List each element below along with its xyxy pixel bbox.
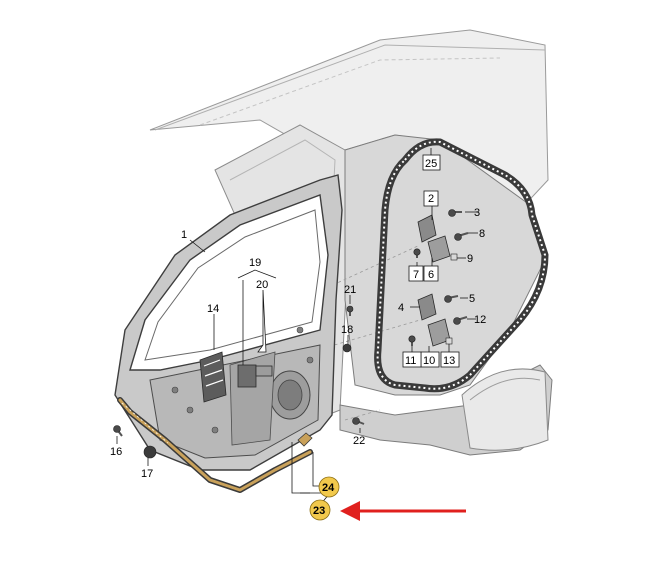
callout-22: 22: [353, 435, 365, 447]
callout-12: 12: [474, 314, 486, 326]
callout-1: 1: [181, 229, 187, 241]
callout-10: 10: [423, 355, 435, 367]
door-lock-unit: [237, 364, 273, 388]
callout-2: 2: [428, 193, 434, 205]
callout-5: 5: [469, 293, 475, 305]
callout-7: 7: [413, 269, 419, 281]
callout-14: 14: [207, 303, 219, 315]
callout-4: 4: [398, 302, 404, 314]
lower-hinge: [417, 293, 451, 347]
leader-lines: [116, 148, 478, 506]
bolts: [113, 209, 469, 459]
door-bottom-seal-strip: [117, 397, 313, 493]
callout-24-badge: [318, 476, 340, 498]
callout-16: 16: [110, 446, 122, 458]
callout-labels: 1 2 3 8 6 7 9 4 5 12 10 11 13 14 19 20 2…: [110, 154, 486, 521]
upper-hinge: [417, 214, 451, 263]
callout-9: 9: [467, 253, 473, 265]
callout-23-badge: [309, 499, 331, 521]
callout-18: 18: [341, 324, 353, 336]
bottom-seal-clip: [297, 432, 313, 447]
callout-13: 13: [443, 355, 455, 367]
callout-17: 17: [141, 468, 153, 480]
callout-8: 8: [479, 228, 485, 240]
callout-11: 11: [405, 355, 416, 367]
callout-24: 24: [322, 482, 335, 494]
callout-19: 19: [249, 257, 261, 269]
callout-21: 21: [344, 284, 356, 296]
callout-25: 25: [425, 158, 437, 170]
rear-door: [114, 174, 343, 471]
callout-6: 6: [428, 269, 434, 281]
door-opening-seal: [374, 138, 549, 393]
callout-20: 20: [256, 279, 268, 291]
door-handle-module: [199, 351, 227, 403]
callout-23: 23: [313, 505, 325, 517]
red-pointer-arrow: [340, 501, 466, 521]
callout-3: 3: [474, 207, 480, 219]
